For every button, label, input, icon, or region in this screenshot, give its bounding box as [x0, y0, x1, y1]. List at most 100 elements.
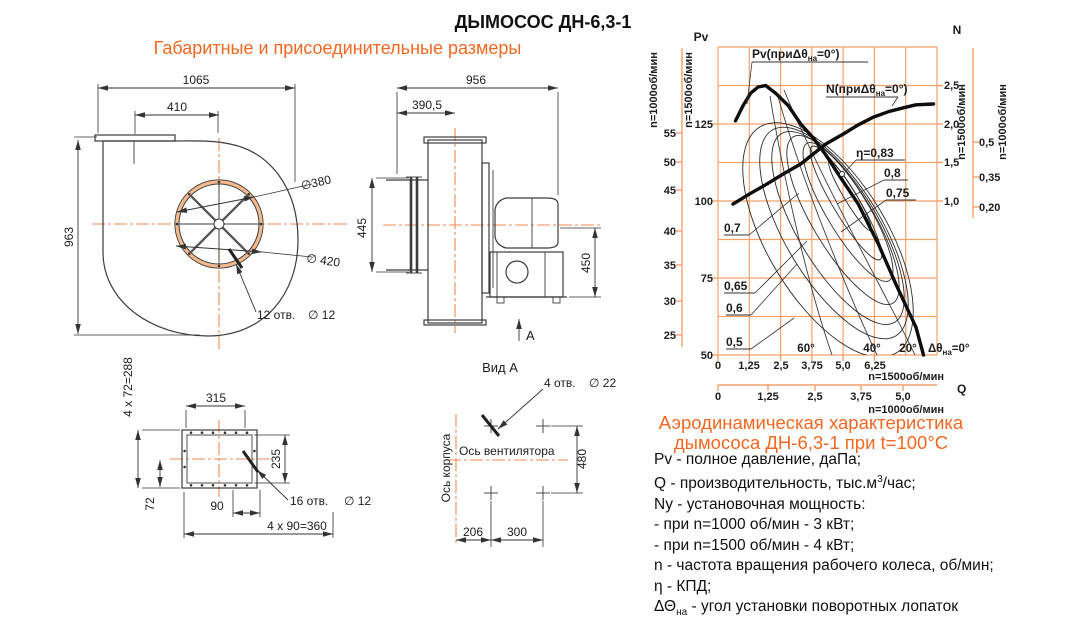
outlet-flange: [94, 134, 176, 142]
view-a-mark: А: [526, 328, 535, 343]
tick: 100: [695, 196, 713, 208]
tick: 2,5: [773, 360, 788, 372]
chart-axes: [676, 48, 979, 391]
angle-label: 20°: [899, 343, 917, 355]
right-inner-axis-title: n=1500об/мин: [956, 84, 968, 160]
legend-line: η - КПД;: [654, 577, 712, 595]
tick: 50: [701, 350, 713, 362]
tick: 5,0: [895, 391, 910, 403]
tick: 25: [664, 330, 676, 342]
eta-label: 0,7: [724, 221, 741, 235]
dim-288: 4 x 72=288: [121, 357, 135, 417]
pedestal: [489, 251, 564, 298]
legend-line: Q - производительность, тыс.м3/час;: [654, 474, 916, 493]
left-inner-axis-title: n=1500об/мин: [683, 52, 695, 128]
tick: 55: [664, 128, 676, 140]
dim-dia420: ∅ 420: [306, 251, 342, 270]
dim-16-holes: 16 отв.∅ 12: [290, 494, 371, 508]
n-curve-label: N(приΔθна=0°): [826, 82, 908, 98]
flange-bolts: [183, 431, 256, 487]
eta-label: 0,5: [726, 335, 743, 349]
tick: 50: [664, 157, 676, 169]
angle-label: 60°: [797, 343, 815, 355]
dim-1065: 1065: [183, 73, 210, 87]
tick: 3,75: [850, 391, 871, 403]
legend-line: ΔΘна - угол установки поворотных лопаток: [654, 598, 958, 619]
eta-best-label: η=0,83: [856, 146, 894, 160]
tick: 1,0: [944, 196, 959, 208]
dim-390-5: 390,5: [412, 98, 442, 112]
tick: 0: [715, 391, 721, 403]
tick: 35: [664, 260, 676, 272]
tick: 6,25: [864, 360, 885, 372]
left-outer-axis-title: n=1000об/мин: [648, 52, 660, 128]
flange-outer: [181, 429, 258, 489]
chart-legend: Pv - полное давление, даПа; Q - производ…: [654, 450, 1078, 626]
dim-450: 450: [579, 253, 593, 273]
dim-235: 235: [269, 449, 283, 469]
eta-label: 0,8: [884, 166, 901, 180]
legend-line: n - частота вращения рабочего колеса, об…: [654, 557, 994, 575]
legend-line: Ny - установочная мощность:: [654, 495, 866, 513]
tick: 2,0: [944, 119, 959, 131]
dim-315: 315: [206, 391, 226, 405]
dim-360: 4 x 90=360: [267, 519, 327, 533]
x1000-title: n=1000об/мин: [868, 404, 944, 416]
dim-206: 206: [463, 525, 483, 539]
dim-480: 480: [575, 449, 589, 469]
dim-dia380: ∅380: [300, 172, 333, 193]
flange-view: 4 x 72=288 315 235 72 90 4 x 90=360 16 о…: [121, 357, 371, 538]
dim-4-holes: 4 отв.∅ 22: [544, 376, 616, 390]
tick: 45: [664, 185, 676, 197]
chart-title: Аэродинамическая характеристика дымососа…: [650, 413, 972, 453]
tick: 2,5: [944, 80, 959, 92]
dim-12-holes: 12 отв.∅ 12: [257, 308, 335, 322]
tick: 0,5: [979, 137, 994, 149]
dim-300: 300: [507, 525, 527, 539]
angle-label: 40°: [863, 343, 881, 355]
flange-inner: [186, 434, 253, 484]
tick: 2,5: [807, 391, 822, 403]
tick: 1,5: [944, 157, 959, 169]
tick: 5,0: [835, 360, 850, 372]
fan-axis-label: Ось вентилятора: [459, 444, 555, 458]
motor: [494, 197, 559, 249]
view-a-title: Вид А: [482, 360, 518, 375]
dim-445: 445: [355, 218, 369, 238]
dim-956: 956: [466, 73, 486, 87]
best-efficiency-point: [839, 171, 845, 177]
legend-line: направляющего аппарата.: [654, 624, 1078, 626]
pv-curve: [733, 83, 926, 357]
eta-label: 0,65: [724, 279, 748, 293]
legend-line: Pv - полное давление, даПа;: [654, 451, 862, 468]
hub: [213, 218, 225, 230]
n-axis-label: N: [953, 23, 962, 37]
right-outer-axis-title: n=1000об/мин: [997, 84, 1009, 160]
pv-axis-label: Pv: [694, 30, 709, 44]
view-a: Вид А 4 отв.∅ 22 Ось корпуса Ось вентиля…: [439, 360, 616, 547]
top-flange: [423, 136, 487, 144]
eta-label: 0,75: [886, 186, 910, 200]
n-curve: [731, 102, 936, 206]
tick: 75: [701, 273, 713, 285]
chart-title-line2: дымососа ДН-6,3-1 при t=100°C: [673, 432, 949, 453]
drawings-title: Габаритные и присоединительные размеры: [153, 38, 522, 58]
eta-label: 0,6: [726, 301, 743, 315]
angle-zero-label: Δθна=0°: [928, 343, 970, 357]
x1500-title: n=1500об/мин: [868, 371, 944, 383]
tick: 125: [695, 119, 713, 131]
front-view: 1065 410 963 ∅380 ∅ 420 12 отв.∅ 12 445: [62, 73, 409, 350]
legend-line: - при n=1500 об/мин - 4 кВт;: [654, 536, 855, 554]
tick: 1,25: [738, 360, 759, 372]
tick: 0: [715, 360, 721, 372]
tick: 30: [664, 296, 676, 308]
pv-curve-label: Pv(приΔθна=0°): [752, 47, 840, 63]
tick: 3,75: [801, 360, 822, 372]
mount-plate: [481, 162, 490, 294]
chart-title-line1: Аэродинамическая характеристика: [658, 412, 964, 433]
hole-cross-marks: [484, 419, 550, 500]
q-axis-label: Q: [957, 382, 966, 396]
tick: 0,35: [979, 172, 1000, 184]
